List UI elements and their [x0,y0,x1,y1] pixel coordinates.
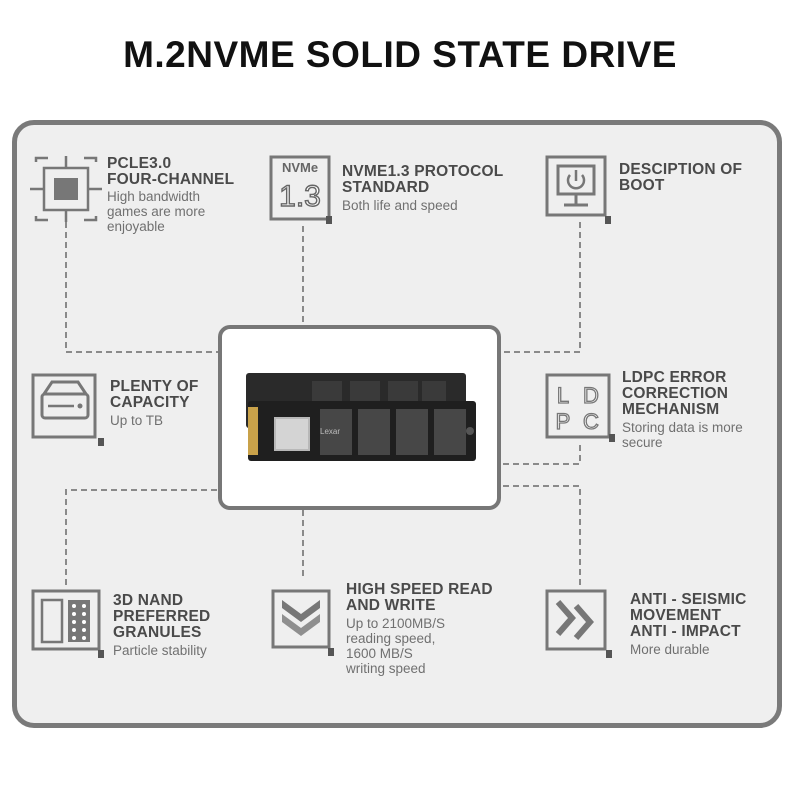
product-brand: Lexar [320,427,341,436]
feature-title-line: AND WRITE [346,597,436,614]
feature-title-line: LDPC ERROR [622,369,727,386]
feature-desc-line: secure [622,435,663,450]
feature-desc-line: reading speed, [346,631,436,646]
feature-title-line: CAPACITY [110,394,190,411]
feature-title-line: MECHANISM [622,401,720,418]
speed-chevrons-icon [271,589,334,656]
feature-desc-line: Both life and speed [342,198,458,213]
feature-title-line: 3D NAND [113,592,184,609]
nvme-badge-icon: NVMe 1.3 [269,155,332,224]
ldpc-letter-c: C [583,409,599,434]
feature-title-line: ANTI - SEISMIC [630,591,747,608]
nand-chip-icon [31,589,104,658]
nvme-badge-top: NVMe [282,160,318,175]
feature-desc-line: 1600 MB/S [346,646,413,661]
feature-boot: DESCIPTION OF BOOT [619,162,742,194]
feature-seismic: ANTI - SEISMIC MOVEMENT ANTI - IMPACT Mo… [630,591,747,658]
feature-desc-line: Up to TB [110,413,164,428]
feature-desc-line: High bandwidth [107,189,201,204]
feature-title-line: ANTI - IMPACT [630,623,741,640]
feature-title-line: GRANULES [113,624,202,641]
feature-capacity: PLENTY OF CAPACITY Up to TB [110,378,199,429]
m2-ssd-illustration [246,373,476,461]
ldpc-letter-p: P [556,409,571,434]
feature-title-line: HIGH SPEED READ [346,581,493,598]
feature-title-line: MOVEMENT [630,607,722,624]
feature-desc-line: writing speed [346,661,426,676]
page-title: M.2NVME SOLID STATE DRIVE [123,34,677,75]
feature-title-line: PLENTY OF [110,378,199,395]
feature-title-line: STANDARD [342,179,430,196]
feature-desc-line: Particle stability [113,643,207,658]
nvme-badge-num: 1.3 [279,180,321,213]
feature-title-line: CORRECTION [622,385,729,402]
feature-title-line: NVME1.3 PROTOCOL [342,163,504,180]
feature-pcie: PCLE3.0 FOUR-CHANNEL High bandwidth game… [107,155,235,235]
ldpc-icon: L D P C [545,373,615,442]
feature-speed: HIGH SPEED READ AND WRITE Up to 2100MB/S… [346,581,493,677]
feature-desc-line: Up to 2100MB/S [346,616,446,631]
feature-desc-line: More durable [630,642,710,657]
feature-nand: 3D NAND PREFERRED GRANULES Particle stab… [113,592,211,659]
feature-nvme: NVME1.3 PROTOCOL STANDARD Both life and … [342,163,504,214]
feature-title-line: DESCIPTION OF [619,161,743,178]
feature-ldpc: LDPC ERROR CORRECTION MECHANISM Storing … [622,369,743,451]
product-frame: Lexar [218,325,501,510]
feature-title-line: FOUR-CHANNEL [107,171,235,188]
feature-desc-line: enjoyable [107,219,165,234]
anti-seismic-icon [545,589,612,658]
feature-desc-line: games are more [107,204,206,219]
monitor-power-icon [545,155,611,224]
ldpc-letter-l: L [557,383,569,408]
feature-title-line: BOOT [619,177,665,194]
feature-desc-line: Storing data is more [622,420,743,435]
hard-drive-icon [31,373,104,446]
feature-title-line: PREFERRED [113,608,211,625]
ldpc-letter-d: D [583,383,599,408]
cpu-chip-icon [30,156,102,222]
feature-title-line: PCLE3.0 [107,155,172,172]
